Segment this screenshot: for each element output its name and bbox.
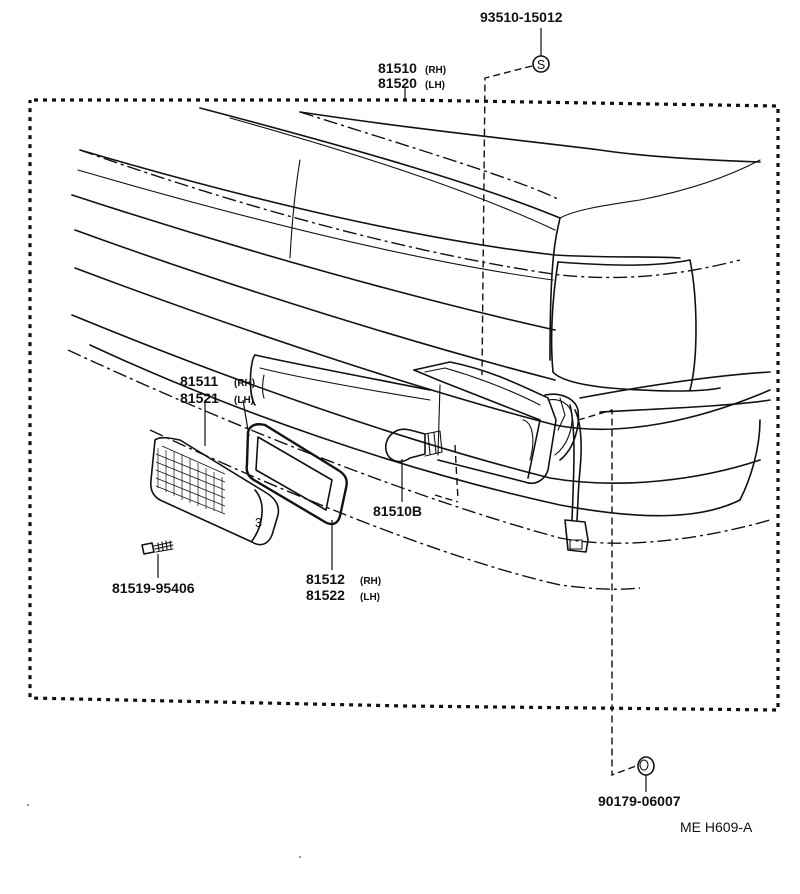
- label-81522: 81522: [306, 587, 345, 603]
- label-81519-95406: 81519-95406: [112, 580, 195, 596]
- lens-grid-pattern: [155, 445, 226, 515]
- reference-code: ME H609-A: [680, 819, 753, 835]
- scan-specks: [27, 804, 301, 858]
- label-81510B: 81510B: [373, 503, 422, 519]
- screw: [141, 540, 174, 555]
- label-81520-side: (LH): [425, 80, 445, 91]
- lens-mark: 3: [255, 516, 262, 530]
- assembly-frame: [28, 98, 780, 712]
- leader-lines: [157, 28, 647, 792]
- lamp-housing: [413, 361, 589, 553]
- bumper-opening: [249, 354, 459, 503]
- label-81512-side: (RH): [360, 576, 381, 587]
- label-93510-15012: 93510-15012: [480, 9, 563, 25]
- label-81510: 81510: [378, 60, 417, 76]
- label-81521-side: (LH): [234, 395, 254, 406]
- s-symbol: S: [532, 55, 550, 73]
- label-81511: 81511: [180, 373, 218, 389]
- label-90179-06007: 90179-06007: [598, 793, 681, 809]
- gasket: [245, 423, 348, 526]
- label-81521: 81521: [180, 390, 219, 406]
- label-81520: 81520: [378, 75, 417, 91]
- label-81522-side: (LH): [360, 592, 380, 603]
- part-labels: 93510-15012 81510 (RH) 81520 (LH) 81511 …: [112, 9, 753, 835]
- s-symbol-label: S: [537, 58, 545, 72]
- label-81510-side: (RH): [425, 65, 446, 76]
- label-81512: 81512: [306, 571, 345, 587]
- nut: [637, 756, 655, 776]
- label-81511-side: (RH): [234, 378, 255, 389]
- vehicle-body-lines: [67, 107, 771, 590]
- side-marker-lens: 3: [150, 436, 280, 546]
- bulb: [385, 428, 443, 463]
